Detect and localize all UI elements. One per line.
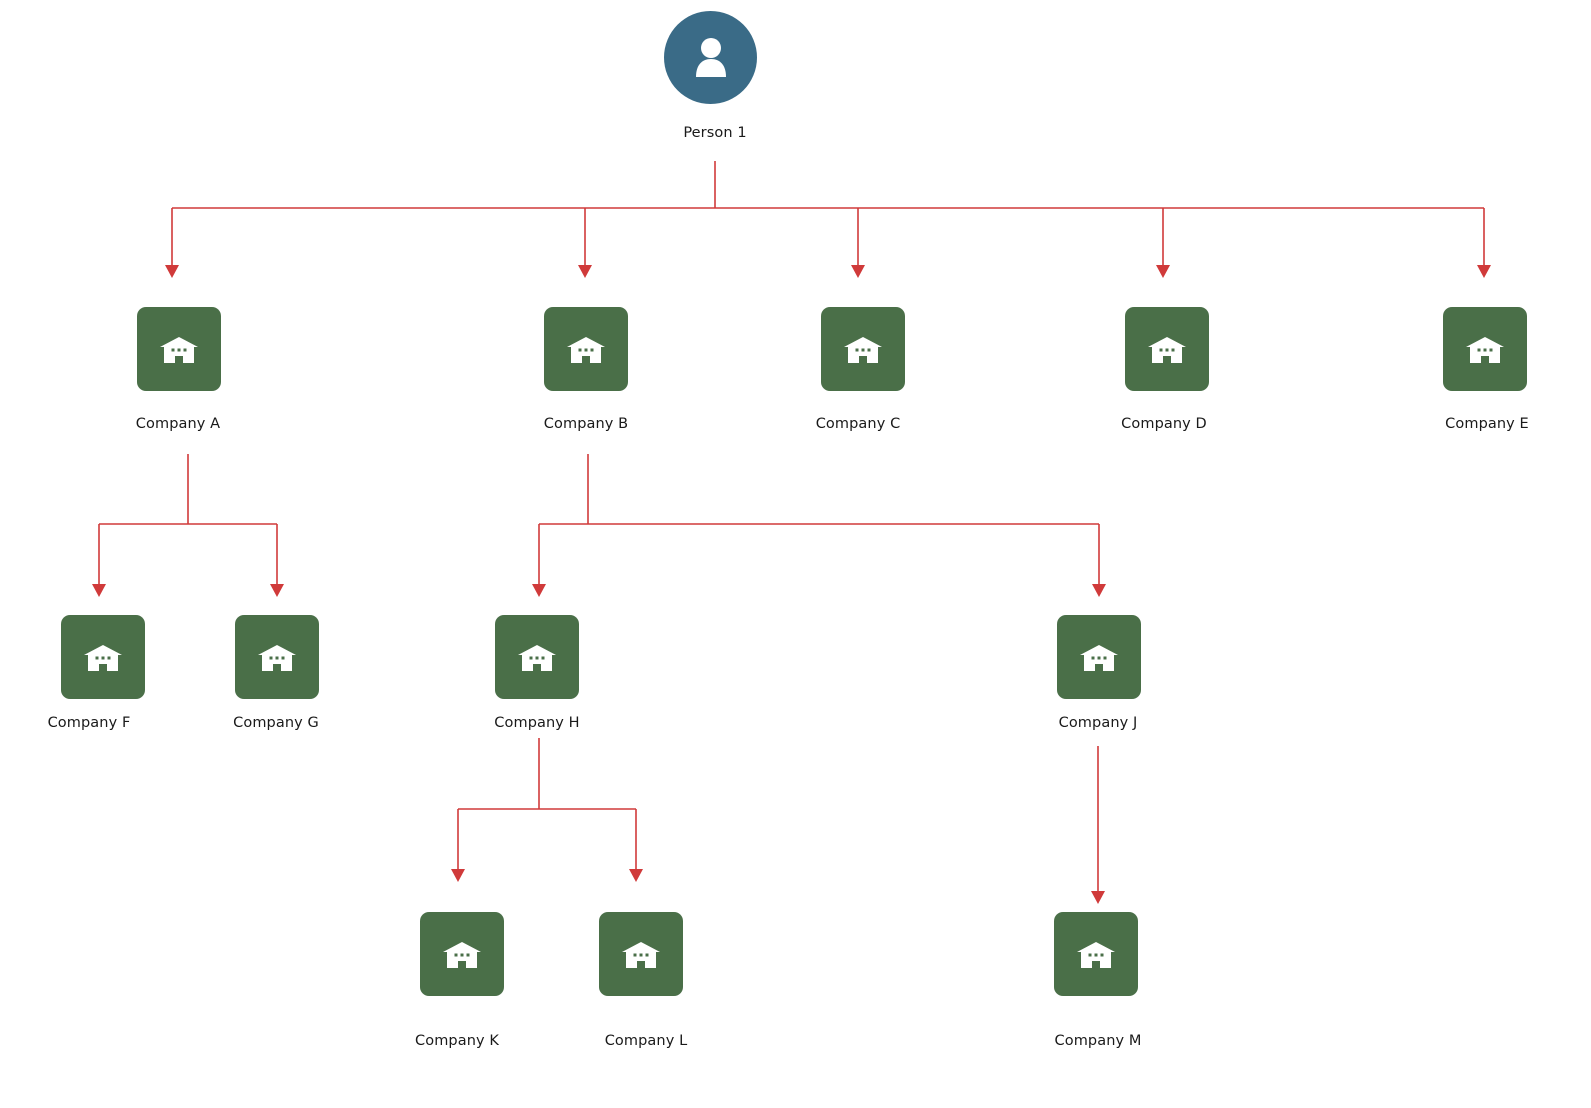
company-box[interactable] (1054, 912, 1138, 996)
node-label: Company D (1121, 416, 1207, 432)
building-icon (443, 942, 481, 968)
arrowhead-icon (165, 265, 179, 278)
company-box[interactable] (1443, 307, 1527, 391)
node-label: Company H (494, 715, 580, 731)
arrowhead-icon (270, 584, 284, 597)
company-box[interactable] (1125, 307, 1209, 391)
arrowhead-icon (629, 869, 643, 882)
company-box[interactable] (137, 307, 221, 391)
node-label: Company K (415, 1033, 499, 1049)
node-label: Company J (1058, 715, 1138, 731)
building-icon (1077, 942, 1115, 968)
company-box[interactable] (821, 307, 905, 391)
node-label: Company E (1445, 416, 1529, 432)
company-box[interactable] (1057, 615, 1141, 699)
arrowhead-icon (578, 265, 592, 278)
company-box[interactable] (599, 912, 683, 996)
person-icon (695, 37, 726, 77)
building-icon (518, 645, 556, 671)
building-icon (160, 337, 198, 363)
arrowhead-icon (1156, 265, 1170, 278)
building-icon (1080, 645, 1118, 671)
arrowhead-icon (1091, 891, 1105, 904)
arrowhead-icon (1092, 584, 1106, 597)
company-box[interactable] (495, 615, 579, 699)
node-label: Company B (543, 416, 629, 432)
building-icon (1148, 337, 1186, 363)
building-icon (84, 645, 122, 671)
building-icon (1466, 337, 1504, 363)
company-box[interactable] (544, 307, 628, 391)
company-box[interactable] (61, 615, 145, 699)
node-label: Company G (233, 715, 319, 731)
arrowhead-icon (532, 584, 546, 597)
company-box[interactable] (235, 615, 319, 699)
node-label: Person 1 (683, 125, 747, 141)
company-box[interactable] (420, 912, 504, 996)
building-icon (844, 337, 882, 363)
node-label: Company F (47, 715, 131, 731)
building-icon (258, 645, 296, 671)
arrowhead-icon (851, 265, 865, 278)
building-icon (567, 337, 605, 363)
node-label: Company L (604, 1033, 688, 1049)
node-label: Company M (1054, 1033, 1142, 1049)
arrowhead-icon (92, 584, 106, 597)
arrowhead-icon (1477, 265, 1491, 278)
building-icon (622, 942, 660, 968)
node-label: Company C (815, 416, 901, 432)
person-avatar[interactable] (664, 11, 757, 104)
node-label: Company A (135, 416, 221, 432)
arrowhead-icon (451, 869, 465, 882)
